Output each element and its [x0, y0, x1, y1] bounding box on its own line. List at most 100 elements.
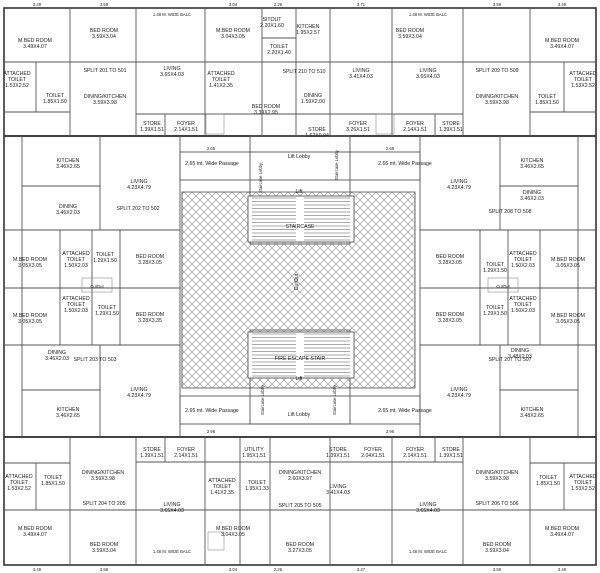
room-dimension: 1.50X2.03 — [511, 263, 535, 269]
room-name: BED ROOM — [136, 312, 164, 318]
split-label: SPLIT 206 TO 506 — [476, 501, 519, 507]
room-name: DINING — [511, 348, 529, 354]
dimension-label: 3.59 — [100, 2, 109, 7]
room-name: LIVING — [450, 179, 467, 185]
duct-label: CutOut — [496, 284, 510, 289]
room-name: BED ROOM — [136, 254, 164, 260]
room-name: STORE — [143, 121, 161, 127]
room-name: BED ROOM — [252, 104, 280, 110]
room-name: FOYER — [406, 447, 424, 453]
room-name: TOILET — [514, 257, 533, 263]
room-name: ATTACHED — [5, 474, 32, 480]
room-dimension: 3.41X4.03 — [326, 490, 350, 496]
dimension-label: 2.96 — [386, 429, 395, 434]
room-name: DINING — [48, 350, 66, 356]
dimension-labels: 3.49 3.59 3.04 2.26 3.71 3.59 3.49 3.49 … — [33, 2, 567, 572]
room-dimension: 3.46X2.03 — [45, 356, 69, 362]
room-name: M.BED ROOM — [545, 38, 579, 44]
room-dimension: 3.46X2.03 — [520, 196, 544, 202]
split-label: SPLIT 210 TO 510 — [283, 69, 326, 75]
room-dimension: 1.85X1.50 — [536, 481, 560, 487]
room-name: KITCHEN — [521, 407, 544, 413]
room-dimension: 3.28X3.05 — [438, 260, 462, 266]
room-dimension: 1.39X1.51 — [140, 453, 164, 459]
balcony-label: 1.48 M. WIDE BALC — [409, 549, 447, 554]
staircase-lobby-label: Staircase Lobby — [334, 149, 339, 180]
room-name: FOYER — [177, 121, 195, 127]
room-name: KITCHEN — [297, 24, 320, 30]
room-dimension: 1.39X1.51 — [326, 453, 350, 459]
room-dimension: 1.29X1.50 — [483, 268, 507, 274]
room-name: TOILET — [67, 302, 86, 308]
room-name: M.BED ROOM — [551, 257, 585, 263]
room-dimension: 3.41X4.03 — [349, 74, 373, 80]
shafts — [81, 113, 519, 551]
room-name: KITCHEN — [521, 158, 544, 164]
walls — [3, 7, 597, 566]
split-label: SPLIT 205 TO 505 — [279, 503, 322, 509]
lift-lobby-label: Lift Lobby — [288, 412, 311, 418]
room-name: ATTACHED — [509, 251, 536, 257]
room-name: DINING/KITCHEN — [82, 470, 125, 476]
room-dimension: 3.46X2.65 — [56, 413, 80, 419]
room-dimension: 3.46X2.65 — [56, 164, 80, 170]
dimension-label: 3.49 — [33, 2, 42, 7]
room-name: DINING — [59, 204, 77, 210]
dimension-label: 3.49 — [558, 2, 567, 7]
room-dimension: 1.53X2.52 — [571, 486, 595, 492]
room-dimension: 3.65X4.03 — [416, 74, 440, 80]
room-name: TOILET — [486, 305, 505, 311]
room-name: FOYER — [177, 447, 195, 453]
split-label: SPLIT 203 TO 503 — [74, 357, 117, 363]
room-dimension: 3.05X3.05 — [18, 319, 42, 325]
split-label: SPLIT 208 TO 508 — [489, 209, 532, 215]
room-dimension: 3.49X4.07 — [550, 532, 574, 538]
split-label: SPLIT 204 TO 205 — [83, 501, 126, 507]
room-name: LIVING — [450, 387, 467, 393]
room-name: STORE — [143, 447, 161, 453]
balcony-label: 1.48 M. WIDE BALC — [409, 12, 447, 17]
room-dimension: 3.05X3.05 — [556, 319, 580, 325]
room-dimension: 1.53X2.52 — [7, 486, 31, 492]
staircase-label: STAIRCASE — [285, 224, 315, 230]
room-dimension: 1.29X1.50 — [483, 311, 507, 317]
room-dimension: 3.59X3.04 — [92, 548, 116, 554]
room-name: LIVING — [163, 502, 180, 508]
room-dimension: 3.28X3.05 — [138, 260, 162, 266]
room-name: DINING/KITCHEN — [476, 470, 519, 476]
room-name: TOILET — [8, 77, 27, 83]
room-dimension: 3.46X2.03 — [56, 210, 80, 216]
room-name: M.BED ROOM — [216, 526, 250, 532]
room-name: DINING/KITCHEN — [279, 470, 322, 476]
room-dimension: 1.85X1.50 — [535, 100, 559, 106]
room-dimension: 3.59X3.98 — [485, 100, 509, 106]
room-name: TOILET — [538, 94, 557, 100]
room-name: FOYER — [406, 121, 424, 127]
